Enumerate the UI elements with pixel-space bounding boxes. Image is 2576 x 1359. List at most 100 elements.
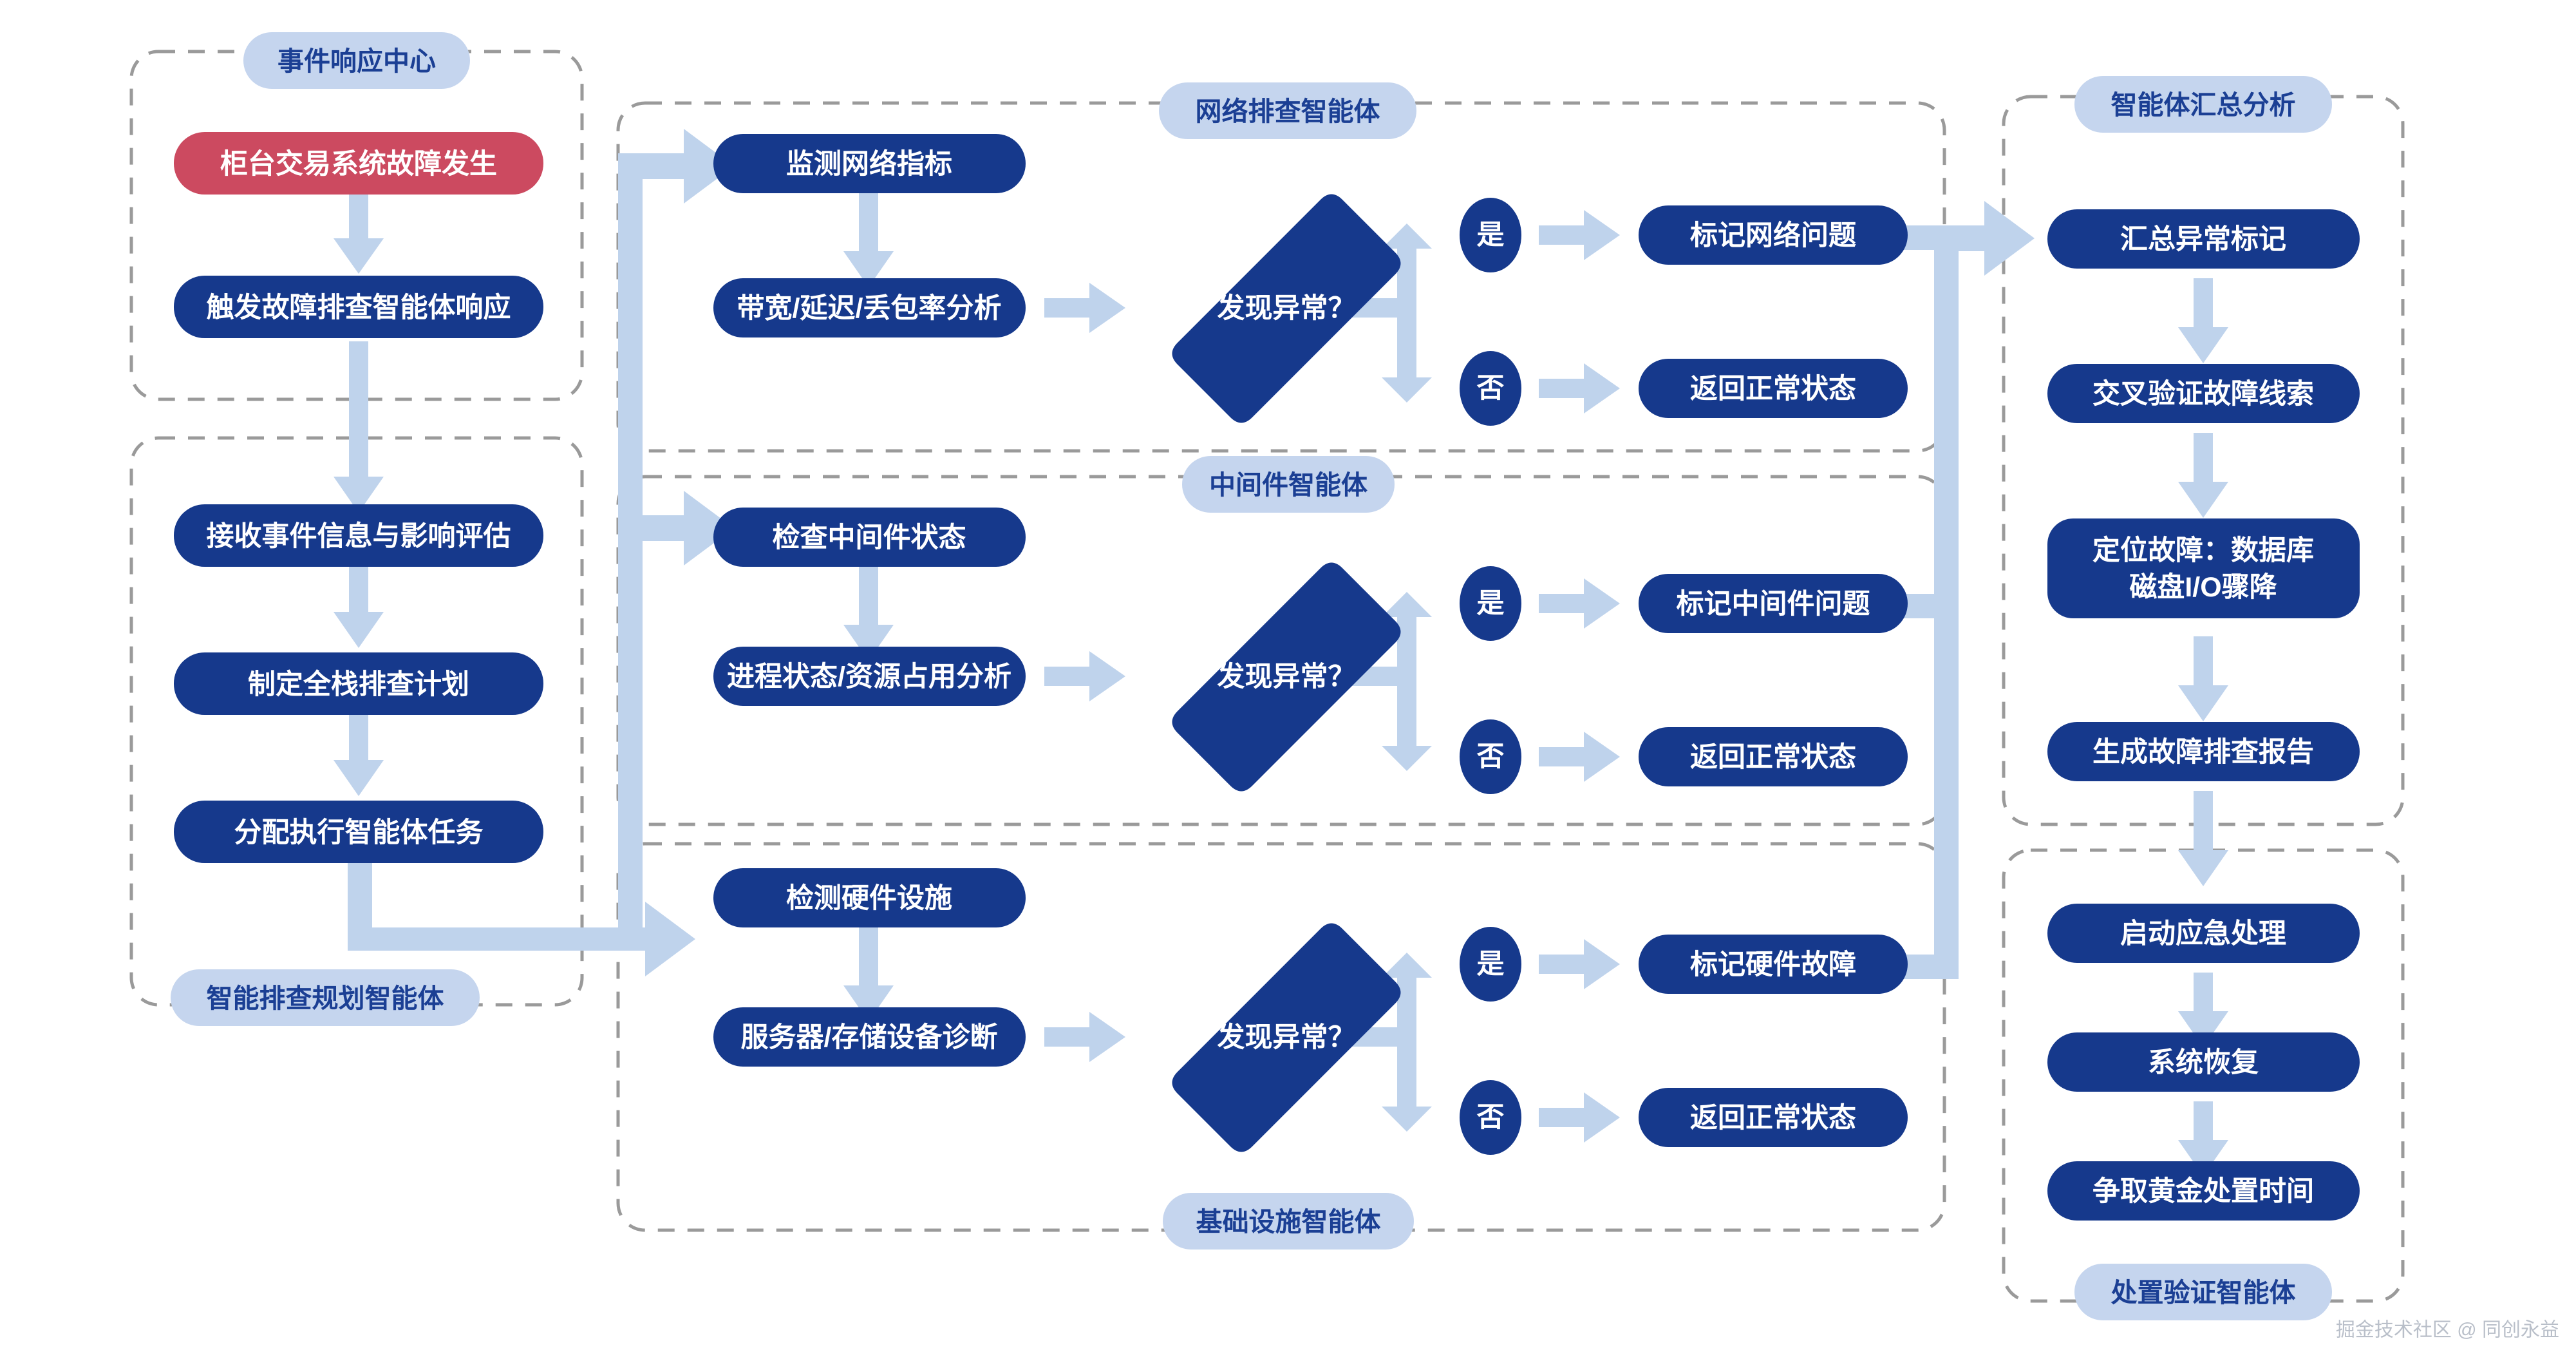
group-label-planning-agent-text: 智能排查规划智能体 <box>207 984 444 1013</box>
node-infrastructure-no-badge[interactable]: 否 <box>1460 1080 1521 1155</box>
trunk-vertical-left <box>618 153 643 940</box>
arrow-crossvalidate-to-locate <box>2178 433 2228 518</box>
arrow-middleware-decision-to-yes <box>1339 592 1432 686</box>
node-network-no-result[interactable]: 返回正常状态 <box>1639 359 1908 418</box>
arrow-middleware-decision-to-no <box>1382 676 1432 771</box>
group-label-middleware-agent[interactable]: 中间件智能体 <box>1182 456 1395 513</box>
arrow-middleware-step1-to-step2 <box>843 567 894 661</box>
arrow-report-to-emergency <box>2178 791 2228 886</box>
arrow-network-decision-to-no <box>1382 308 1432 403</box>
node-start-emergency-label: 启动应急处理 <box>2120 918 2286 949</box>
node-middleware-yes-badge[interactable]: 是 <box>1460 566 1521 641</box>
node-network-no-badge[interactable]: 否 <box>1460 351 1521 426</box>
node-middleware-step1-label: 检查中间件状态 <box>773 522 966 553</box>
group-label-remediation-agent-text: 处置验证智能体 <box>2111 1278 2296 1307</box>
node-middleware-yes-result-label: 标记中间件问题 <box>1677 589 1870 620</box>
node-network-step2-label: 带宽/延迟/丢包率分析 <box>737 293 1002 324</box>
group-label-infrastructure-agent-text: 基础设施智能体 <box>1196 1207 1381 1237</box>
node-receive-event-info-label: 接收事件信息与影响评估 <box>207 521 511 552</box>
node-network-step1-label: 监测网络指标 <box>786 148 952 180</box>
node-locate-fault[interactable]: 定位故障：数据库 磁盘I/O骤降 <box>2047 518 2360 618</box>
arrow-recovery-to-goldentime <box>2178 1101 2228 1176</box>
node-middleware-step1[interactable]: 检查中间件状态 <box>713 508 1026 567</box>
node-middleware-decision-label: 发现异常？ <box>1217 661 1356 692</box>
arrow-middleware-step2-to-decision <box>1044 651 1125 701</box>
node-middleware-decision[interactable]: 发现异常？ <box>1167 557 1406 797</box>
group-label-network-agent[interactable]: 网络排查智能体 <box>1159 82 1416 139</box>
node-system-recovery[interactable]: 系统恢复 <box>2047 1032 2360 1092</box>
arrow-network-no-to-result <box>1539 363 1620 413</box>
node-middleware-step2[interactable]: 进程状态/资源占用分析 <box>713 647 1026 706</box>
node-golden-time[interactable]: 争取黄金处置时间 <box>2047 1161 2360 1221</box>
arrow-plan-to-assign <box>334 715 384 796</box>
node-aggregate-markers[interactable]: 汇总异常标记 <box>2047 209 2360 269</box>
node-golden-time-label: 争取黄金处置时间 <box>2092 1175 2314 1207</box>
group-label-infrastructure-agent[interactable]: 基础设施智能体 <box>1163 1193 1414 1250</box>
node-receive-event-info[interactable]: 接收事件信息与影响评估 <box>174 504 543 567</box>
arrow-infra-no-to-result <box>1539 1092 1620 1143</box>
node-network-yes-result-label: 标记网络问题 <box>1690 220 1856 251</box>
node-cross-validate[interactable]: 交叉验证故障线索 <box>2047 364 2360 423</box>
node-generate-report[interactable]: 生成故障排查报告 <box>2047 722 2360 781</box>
arrow-assign-to-trunk <box>348 857 695 976</box>
node-middleware-yes-label: 是 <box>1477 588 1505 619</box>
node-fault-occurred-label: 柜台交易系统故障发生 <box>220 149 497 180</box>
node-network-yes-badge[interactable]: 是 <box>1460 198 1521 272</box>
arrow-network-step2-to-decision <box>1044 283 1125 333</box>
node-middleware-yes-result[interactable]: 标记中间件问题 <box>1639 574 1908 633</box>
arrow-network-step1-to-step2 <box>843 193 894 287</box>
node-assign-tasks-label: 分配执行智能体任务 <box>234 817 484 848</box>
node-network-yes-result[interactable]: 标记网络问题 <box>1639 205 1908 265</box>
arrow-trigger-to-receive <box>334 341 384 513</box>
arrow-locate-to-report <box>2178 636 2228 721</box>
group-label-planning-agent[interactable]: 智能排查规划智能体 <box>171 969 480 1026</box>
arrow-trunk-to-middleware <box>618 491 734 565</box>
node-make-plan[interactable]: 制定全栈排查计划 <box>174 652 543 715</box>
node-infrastructure-decision-label: 发现异常？ <box>1217 1022 1356 1053</box>
arrow-emergency-to-recovery <box>2178 973 2228 1047</box>
node-infrastructure-decision[interactable]: 发现异常？ <box>1167 918 1406 1157</box>
arrow-infra-yes-to-result <box>1539 939 1620 989</box>
node-infrastructure-step1-label: 检测硬件设施 <box>786 883 952 914</box>
group-label-summary-agent[interactable]: 智能体汇总分析 <box>2074 76 2332 133</box>
watermark-text: 掘金技术社区 @ 同创永益 <box>2336 1320 2559 1341</box>
node-network-decision[interactable]: 发现异常？ <box>1167 189 1406 428</box>
node-trigger-agent[interactable]: 触发故障排查智能体响应 <box>174 276 543 338</box>
group-label-incident-response-center[interactable]: 事件响应中心 <box>243 32 470 89</box>
arrow-trunk-to-summary <box>1934 201 2035 276</box>
node-middleware-step2-label: 进程状态/资源占用分析 <box>727 661 1011 692</box>
group-label-remediation-agent[interactable]: 处置验证智能体 <box>2074 1264 2332 1320</box>
arrow-infra-step1-to-step2 <box>843 927 894 1022</box>
node-infrastructure-yes-result[interactable]: 标记硬件故障 <box>1639 935 1908 994</box>
node-make-plan-label: 制定全栈排查计划 <box>248 669 469 700</box>
node-assign-tasks[interactable]: 分配执行智能体任务 <box>174 801 543 863</box>
node-middleware-no-result-label: 返回正常状态 <box>1690 742 1856 773</box>
node-infrastructure-yes-badge[interactable]: 是 <box>1460 927 1521 1002</box>
node-network-step2[interactable]: 带宽/延迟/丢包率分析 <box>713 278 1026 337</box>
node-network-no-result-label: 返回正常状态 <box>1690 374 1856 404</box>
node-start-emergency[interactable]: 启动应急处理 <box>2047 904 2360 963</box>
node-network-decision-label: 发现异常？ <box>1217 293 1356 324</box>
arrow-middleware-no-to-result <box>1539 732 1620 782</box>
arrow-infra-decision-to-yes <box>1339 953 1432 1047</box>
node-infrastructure-no-result[interactable]: 返回正常状态 <box>1639 1088 1908 1147</box>
arrow-middleware-yes-to-result <box>1539 578 1620 629</box>
node-middleware-no-result[interactable]: 返回正常状态 <box>1639 727 1908 786</box>
node-cross-validate-label: 交叉验证故障线索 <box>2092 379 2314 410</box>
group-label-summary-agent-text: 智能体汇总分析 <box>2111 90 2296 120</box>
node-infrastructure-no-result-label: 返回正常状态 <box>1690 1103 1856 1134</box>
group-label-middleware-agent-text: 中间件智能体 <box>1209 470 1368 500</box>
node-infrastructure-yes-label: 是 <box>1477 949 1505 980</box>
node-infrastructure-step2[interactable]: 服务器/存储设备诊断 <box>713 1007 1026 1067</box>
node-trigger-agent-label: 触发故障排查智能体响应 <box>207 292 511 323</box>
arrow-network-yes-to-result <box>1539 210 1620 260</box>
arrow-aggregate-to-crossvalidate <box>2178 278 2228 363</box>
node-fault-occurred[interactable]: 柜台交易系统故障发生 <box>174 132 543 195</box>
node-middleware-no-badge[interactable]: 否 <box>1460 719 1521 794</box>
node-generate-report-label: 生成故障排查报告 <box>2092 737 2314 768</box>
node-network-step1[interactable]: 监测网络指标 <box>713 134 1026 193</box>
group-label-network-agent-text: 网络排查智能体 <box>1196 97 1380 126</box>
node-infrastructure-no-label: 否 <box>1477 1102 1505 1133</box>
node-infrastructure-step1[interactable]: 检测硬件设施 <box>713 868 1026 927</box>
